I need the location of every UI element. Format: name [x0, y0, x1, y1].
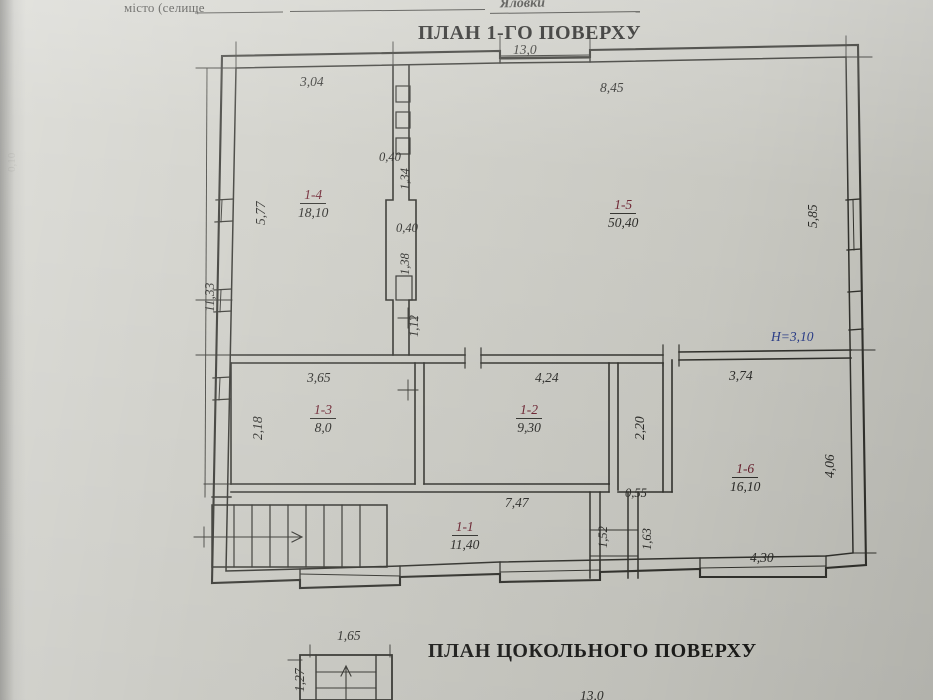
dim-left-11-33: 11,33 [202, 282, 217, 312]
dim-center-0-40-b: 0,40 [396, 221, 418, 235]
dim-center-1-38: 1,38 [398, 253, 412, 275]
right-opening-2-top [847, 290, 863, 293]
right-window-mullion-1 [852, 199, 855, 251]
left-window-mullion-2 [219, 289, 222, 313]
room-number-1-1: 1-1 [451, 519, 478, 537]
room-area-1-6: 16,10 [730, 479, 761, 495]
dim-top-13-0: 13,0 [513, 42, 537, 57]
dim-top-3-04: 3,04 [300, 74, 324, 89]
bottom-window-line-1 [299, 573, 401, 577]
plan-title-basement-floor: ПЛАН ЦОКОЛЬНОГО ПОВЕРХУ [428, 640, 757, 662]
left-window-mullion-1 [220, 199, 223, 223]
dim-bottom-4-30: 4,30 [750, 550, 774, 565]
room-label-1-3: 1-3 8,0 [310, 401, 336, 437]
dim-top-8-45: 8,45 [600, 80, 624, 95]
porch-outline [211, 504, 388, 568]
room-label-1-5: 1-5 50,40 [608, 196, 638, 232]
survey-tick-marks [193, 307, 419, 548]
dim-basement-13-0: 13,0 [580, 688, 604, 700]
bottom-window-line-2 [499, 569, 601, 573]
room-number-1-3: 1-3 [310, 402, 336, 420]
mid-partition-bot-right [678, 357, 852, 361]
dim-mid-3-65: 3,65 [307, 370, 331, 385]
left-opening-2-top [213, 288, 232, 291]
left-opening-1-bot [214, 220, 233, 223]
dim-bottom-1-63: 1,63 [640, 528, 654, 550]
dim-mid-4-24: 4,24 [535, 370, 559, 385]
partition-niche-1 [395, 85, 411, 103]
dim-line-left-total [204, 67, 208, 498]
dim-bottom-0-55: 0,55 [625, 486, 647, 500]
plan-title-first-floor: ПЛАН 1-ГО ПОВЕРХУ [418, 22, 642, 44]
bottom-window-line-3 [699, 565, 827, 569]
dim-mid-2-20: 2,20 [632, 416, 647, 440]
dim-mid-3-74: 3,74 [729, 368, 753, 383]
room-area-1-5: 50,40 [608, 215, 639, 231]
right-opening-2-bot [848, 328, 864, 331]
stair-direction-arrow [291, 531, 304, 543]
dim-basement-1-27: 1,27 [292, 668, 307, 692]
dim-basement-1-65: 1,65 [337, 628, 361, 643]
room-label-1-2: 1-2 9,30 [516, 401, 542, 437]
top-window-line-1 [499, 54, 591, 57]
left-opening-2-bot [213, 310, 232, 313]
left-opening-1-top [215, 198, 234, 201]
mid-partition-top-right [678, 349, 852, 353]
partition-niche-3 [395, 137, 411, 155]
room-label-1-1: 1-1 11,40 [450, 518, 479, 554]
dim-bottom-7-47: 7,47 [505, 495, 529, 510]
dim-center-1-34: 1,34 [398, 168, 412, 190]
dim-center-0-40-a: 0,40 [379, 150, 401, 164]
basement-stair-outline [299, 654, 393, 700]
room-number-1-6: 1-6 [732, 461, 759, 479]
partition-niche-4 [395, 275, 413, 301]
outer-wall-outline [210, 43, 868, 590]
partition-central-left-face [385, 65, 394, 356]
room-number-1-4: 1-4 [300, 187, 327, 205]
dim-right-4-06: 4,06 [822, 454, 837, 478]
partition-central-right-face [408, 65, 417, 356]
top-window-line-2 [499, 57, 591, 60]
dim-center-1-12: 1,12 [407, 315, 421, 337]
room-area-1-3: 8,0 [314, 420, 332, 436]
page-side-mark: 0,10 [6, 152, 18, 172]
left-opening-3-bot [212, 398, 231, 401]
room-area-1-1: 11,40 [450, 537, 480, 553]
partition-niche-2 [395, 111, 411, 129]
dim-bottom-1-52: 1,52 [596, 526, 610, 548]
room-number-1-5: 1-5 [610, 197, 637, 215]
dim-left-2-18: 2,18 [250, 416, 265, 440]
handwritten-locality: Яловки [499, 0, 546, 12]
left-opening-3-top [212, 376, 231, 379]
dim-left-5-77: 5,77 [253, 201, 268, 225]
room-label-1-6: 1-6 16,10 [730, 460, 760, 496]
form-label-locality: місто (селище [124, 0, 205, 15]
left-window-mullion-3 [218, 377, 221, 401]
room-number-1-2: 1-2 [516, 402, 542, 420]
height-note: H=3,10 [771, 329, 814, 344]
basement-stair-direction-arrow [340, 664, 352, 677]
room-area-1-4: 18,10 [298, 205, 329, 221]
dim-right-5-85: 5,85 [805, 204, 820, 228]
room-area-1-2: 9,30 [517, 420, 541, 436]
room-label-1-4: 1-4 18,10 [298, 186, 328, 222]
